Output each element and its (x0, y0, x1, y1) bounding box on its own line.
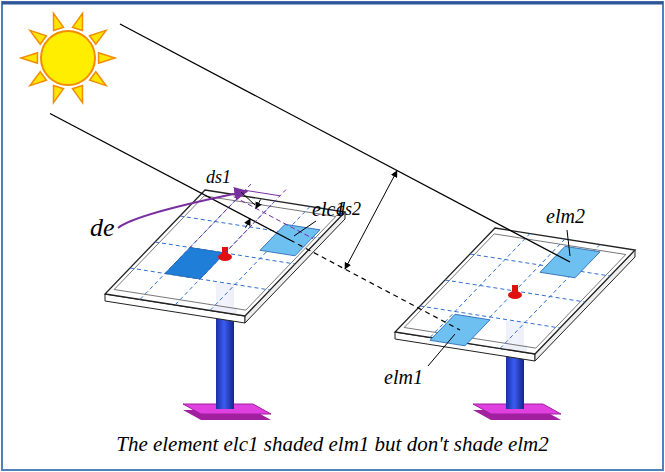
dimension-arrow (345, 171, 397, 269)
leader-line (567, 230, 570, 256)
pivot (512, 285, 518, 295)
pivot (222, 247, 228, 257)
sun (21, 13, 115, 102)
sun-ray (53, 13, 63, 30)
caption: The element elc1 shaded elm1 but don't s… (10, 432, 655, 457)
leader-line (241, 192, 255, 205)
grid-line (420, 306, 560, 328)
tracker (105, 190, 345, 420)
sun-ray (90, 30, 106, 44)
frame-top (2, 2, 663, 5)
dimensions (118, 171, 570, 366)
dimension-label: de (90, 214, 115, 243)
sun-ray (72, 13, 82, 30)
leader-line (118, 191, 247, 228)
sun-ray (53, 85, 63, 102)
leader-line (428, 334, 455, 366)
panel-element (430, 314, 490, 346)
leader-line (294, 221, 316, 236)
sun-disc (41, 31, 95, 85)
sun-ray (99, 53, 115, 63)
element-label: elm2 (546, 205, 585, 227)
grid-line (445, 280, 585, 302)
dimension-arrow (256, 199, 261, 208)
panel-element (165, 248, 225, 280)
sun-ray (72, 85, 82, 102)
grid-line (210, 207, 310, 311)
element-label: elm1 (384, 366, 423, 388)
sun-ray-line (120, 24, 570, 262)
panel-border (404, 234, 626, 348)
shadow-ray (290, 240, 460, 330)
grid-line (500, 245, 600, 349)
sun-ray-line (50, 114, 290, 241)
dimension-label: ds1 (206, 168, 231, 188)
tracker (395, 228, 635, 420)
sun-ray (30, 30, 46, 44)
dimension-line (245, 190, 280, 196)
extension-line (225, 189, 287, 253)
dimension-label: ds2 (336, 200, 361, 220)
sun-rays (50, 24, 570, 330)
sun-ray (30, 72, 46, 86)
sun-ray (90, 72, 106, 86)
dimension-line (234, 197, 314, 239)
sun-ray (21, 53, 37, 63)
heliostat-panel (395, 228, 635, 354)
dimension-arrow (246, 219, 251, 228)
